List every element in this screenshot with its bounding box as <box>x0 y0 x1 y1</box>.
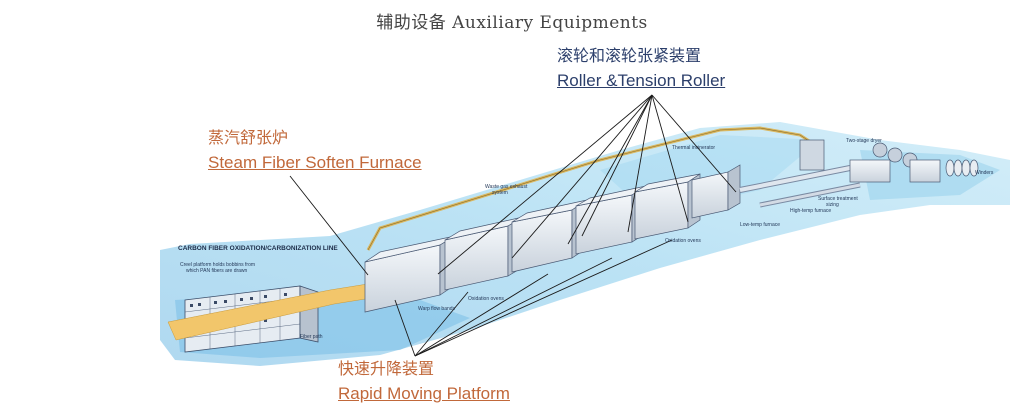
waste-gas-label: Waste gas exhaust <box>485 184 528 190</box>
furnace-equipment <box>739 139 979 208</box>
thermal-incinerator-label: Thermal incinerator <box>672 145 716 151</box>
creel-note-label-2: which PAN fibers are drawn <box>186 268 248 274</box>
high-temp-furnace-label: High-temp furnace <box>790 208 832 214</box>
page-title: 辅助设备 Auxiliary Equipments <box>376 13 648 33</box>
line-title-label: CARBON FIBER OXIDATION/CARBONIZATION LIN… <box>178 245 338 252</box>
platform-callout-cn: 快速升降装置 <box>338 359 435 378</box>
platform-leader-lines <box>394 239 673 357</box>
oxidation-ovens <box>364 164 741 313</box>
roller-callout-cn: 滚轮和滚轮张紧装置 <box>557 46 702 65</box>
roller-callout-en: Roller &Tension Roller <box>557 71 726 90</box>
two-stage-dryer-label: Two-stage dryer <box>846 138 882 144</box>
waste-gas-label-2: system <box>492 190 508 196</box>
winders-label: Winders <box>975 170 994 176</box>
furnace-leader-line <box>289 175 369 276</box>
low-temp-furnace-label: Low-temp furnace <box>740 222 781 228</box>
oxidation-ovens-lower-label: Oxidation ovens <box>468 296 504 302</box>
furnace-callout-cn: 蒸汽舒张炉 <box>208 128 289 147</box>
warp-flow-label: Warp flow bands <box>418 306 456 312</box>
oxidation-ovens-upper-label: Oxidation ovens <box>665 238 701 244</box>
surface-treatment-label-2: sizing <box>826 202 839 208</box>
furnace-callout-en: Steam Fiber Soften Furnace <box>208 153 422 172</box>
platform-callout-en: Rapid Moving Platform <box>338 384 510 403</box>
roller-leader-lines <box>437 94 737 275</box>
creel-note-label: Creel platform holds bobbins from <box>180 262 256 268</box>
fiber-path-label: Fiber path <box>300 334 323 340</box>
surface-treatment-label: Surface treatment <box>818 196 858 202</box>
